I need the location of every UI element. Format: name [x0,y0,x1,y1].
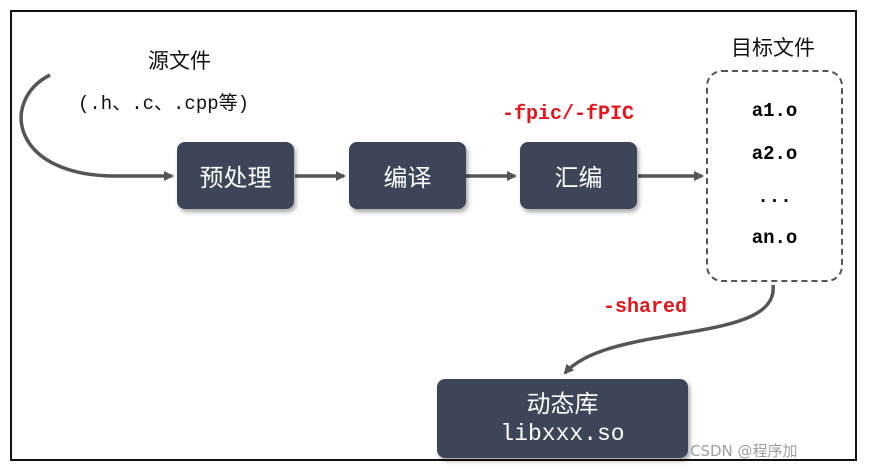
compile-step-label: 编译 [383,164,432,192]
assemble-step-label: 汇编 [554,164,603,192]
source-files-title: 源文件 [148,49,211,73]
object-files-title: 目标文件 [731,36,815,60]
shared-library-box: 动态库 libxxx.so [437,379,688,458]
shared-library-title: 动态库 [526,389,599,418]
shared-flag-label: -shared [603,296,688,319]
preprocess-step-label: 预处理 [199,164,272,192]
fpic-flag-label: -fpic/-fPIC [502,103,635,126]
compile-step: 编译 [349,142,466,209]
object-file-item: a1.o [751,100,798,122]
source-files-extensions: (.h、.c、.cpp等) [78,93,250,115]
object-file-item: ... [757,186,792,208]
object-file-item: an.o [751,227,798,249]
objects-to-library-arrow [563,284,775,375]
assemble-step: 汇编 [520,142,637,209]
watermark: CSDN @程序加 [690,442,798,460]
preprocess-step: 预处理 [177,142,294,209]
diagram-frame [10,10,857,461]
source-to-preprocess-arrow [19,73,174,181]
object-files-group [706,70,843,282]
object-file-item: a2.o [751,143,798,165]
shared-library-filename: libxxx.so [500,420,625,447]
